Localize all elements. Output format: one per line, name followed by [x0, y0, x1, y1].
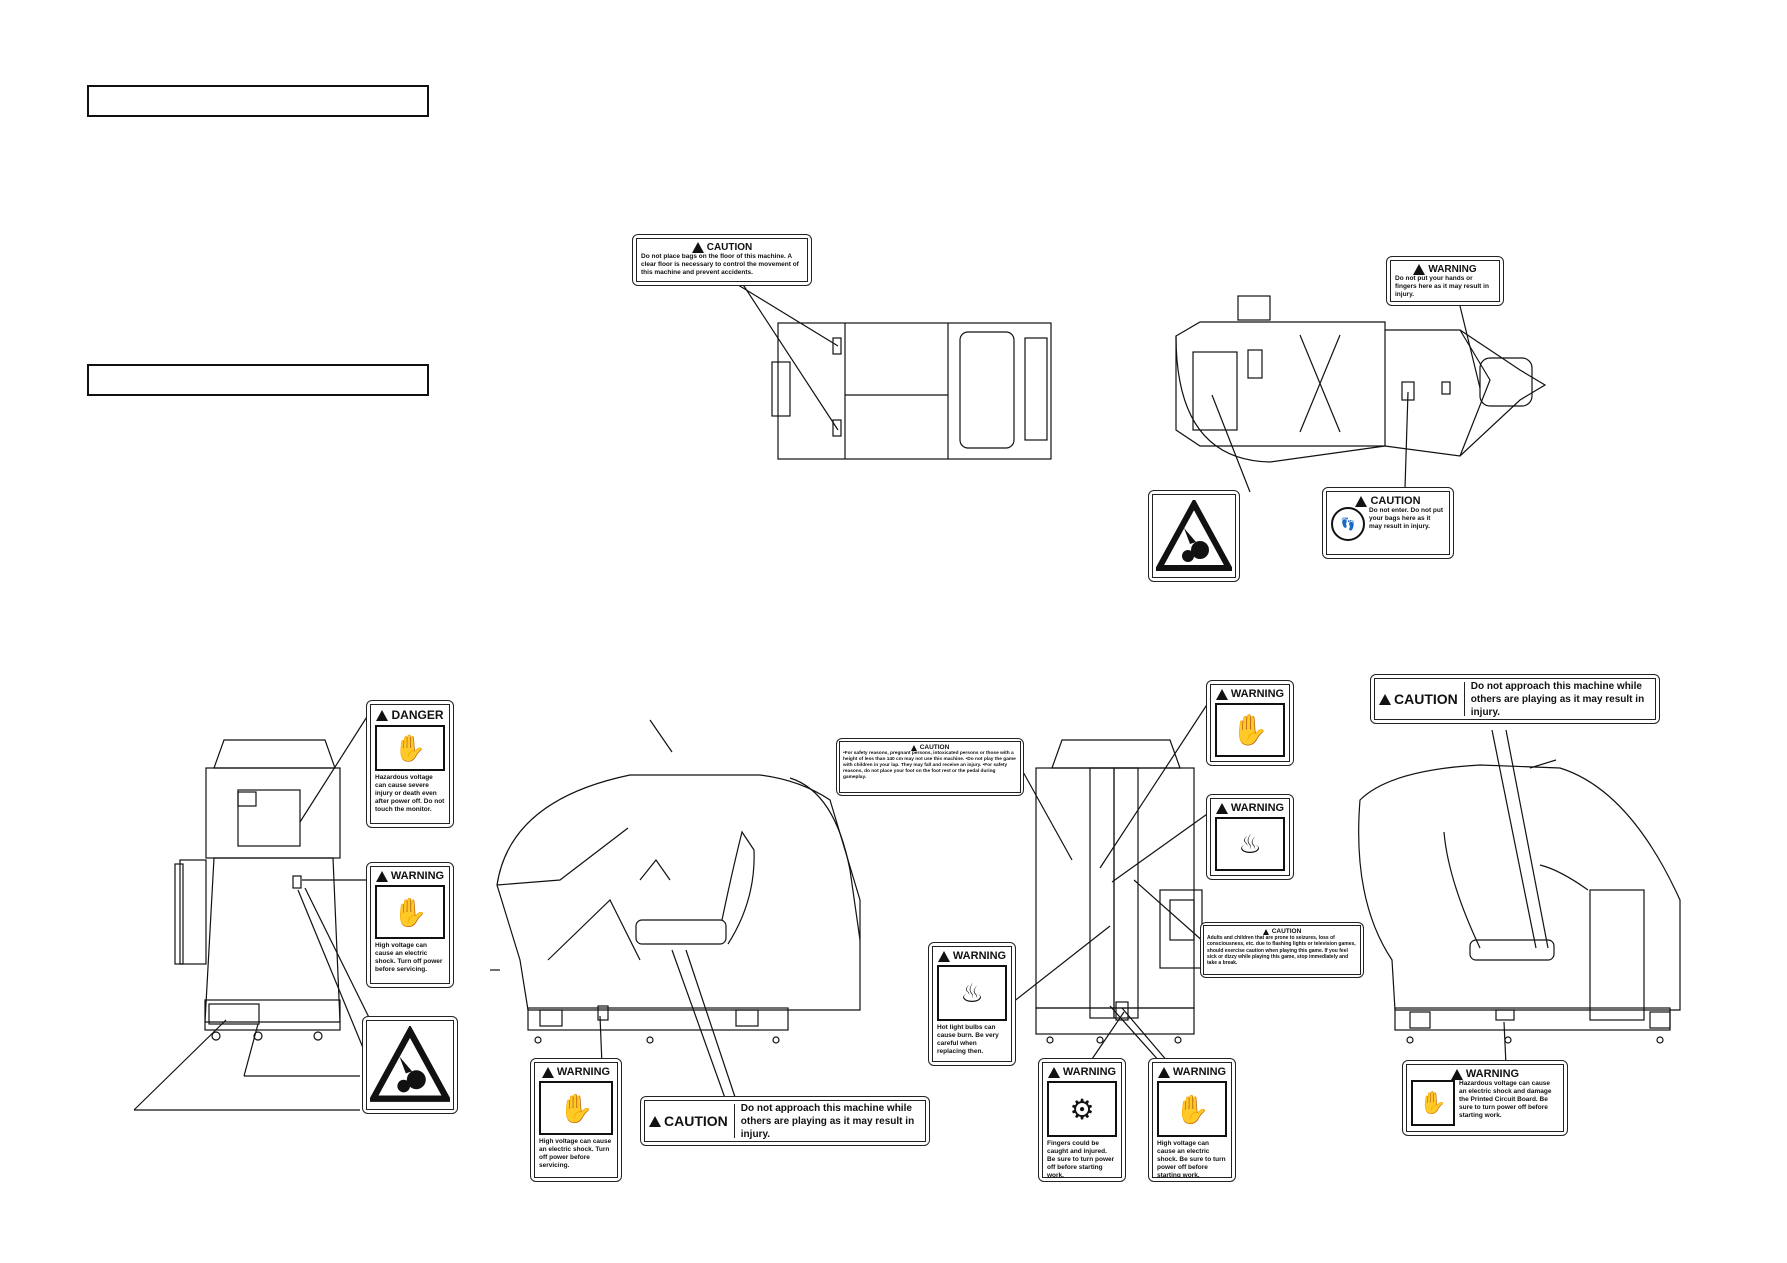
caution-label-seizures: CAUTION Adults and children that are pro…: [1200, 922, 1364, 978]
warning-triangle-icon: [1157, 1066, 1170, 1078]
section-header-box-1: [87, 85, 429, 117]
warning-label-hot-surface: WARNING ♨: [1206, 794, 1294, 880]
danger-label-high-voltage: DANGER ✋ Hazardous voltage can cause sev…: [366, 700, 454, 828]
warning-triangle-icon: [1215, 802, 1228, 814]
warning-triangle-icon: [375, 870, 388, 882]
caution-triangle-icon: [910, 744, 917, 751]
pictogram-gear-entanglement-bottom: [362, 1016, 458, 1114]
electric-hand-icon: ✋: [1411, 1080, 1455, 1126]
hot-surface-hand-icon: ♨: [937, 965, 1007, 1021]
caution-triangle-icon: [1355, 495, 1368, 507]
warning-triangle-icon: [1047, 1066, 1060, 1078]
top-view-machine-2: [1175, 295, 1547, 463]
front-view-machine: [1035, 739, 1203, 1044]
warning-triangle-icon: [937, 950, 950, 962]
caution-label-do-not-enter: CAUTION 👣 Do not enter. Do not put your …: [1322, 487, 1454, 559]
caution-label-bags-floor: CAUTION Do not place bags on the floor o…: [632, 234, 812, 286]
hot-surface-hand-icon: ♨: [1215, 817, 1285, 871]
caution-label-approach-1: CAUTION Do not approach this machine whi…: [640, 1096, 930, 1146]
warning-label-fingers-caught: WARNING ⚙ Fingers could be caught and in…: [1038, 1058, 1126, 1182]
warning-label-hands-fingers: WARNING Do not put your hands or fingers…: [1386, 256, 1504, 306]
electric-hand-icon: ✋: [375, 725, 445, 771]
warning-triangle-icon: [1450, 1068, 1463, 1080]
gear-hazard-icon: [1156, 500, 1232, 571]
danger-triangle-icon: [376, 709, 389, 721]
no-entry-footprint-icon: 👣: [1331, 507, 1365, 541]
pictogram-gear-entanglement-top: [1148, 490, 1240, 582]
warning-triangle-icon: [1215, 688, 1228, 700]
caution-label-approach-2: CAUTION Do not approach this machine whi…: [1370, 674, 1660, 724]
caution-triangle-icon: [1262, 928, 1269, 935]
caution-label-safety-notes: CAUTION •For safety reasons, pregnant pe…: [836, 738, 1024, 796]
rear-view-machine-left: [174, 739, 341, 1041]
warning-label-hot-bulbs: WARNING ♨ Hot light bulbs can cause burn…: [928, 942, 1016, 1066]
gear-fingers-icon: ⚙: [1047, 1081, 1117, 1137]
warning-label-high-voltage-2: WARNING ✋ High voltage can cause an elec…: [530, 1058, 622, 1182]
top-view-machine-1: [771, 322, 1052, 460]
section-header-box-2: [87, 364, 429, 396]
warning-label-high-voltage-1: WARNING ✋ High voltage can cause an elec…: [366, 862, 454, 988]
warning-triangle-icon: [541, 1066, 554, 1078]
electric-hand-icon: ✋: [1157, 1081, 1227, 1137]
gear-hazard-icon: [370, 1026, 450, 1102]
warning-label-pcb: WARNING ✋ Hazardous voltage can cause an…: [1402, 1060, 1568, 1136]
side-view-machine-1: [490, 719, 861, 1044]
electric-hand-icon: ✋: [1215, 703, 1285, 757]
caution-triangle-icon: [649, 1115, 661, 1127]
caution-triangle-icon: [1379, 693, 1391, 705]
side-view-machine-2: [1358, 759, 1681, 1044]
warning-label-electric-hand-top: WARNING ✋: [1206, 680, 1294, 766]
electric-hand-icon: ✋: [375, 885, 445, 939]
electric-hand-icon: ✋: [539, 1081, 613, 1135]
warning-triangle-icon: [1413, 264, 1426, 275]
warning-label-high-voltage-3: WARNING ✋ High voltage can cause an elec…: [1148, 1058, 1236, 1182]
caution-triangle-icon: [691, 242, 704, 253]
